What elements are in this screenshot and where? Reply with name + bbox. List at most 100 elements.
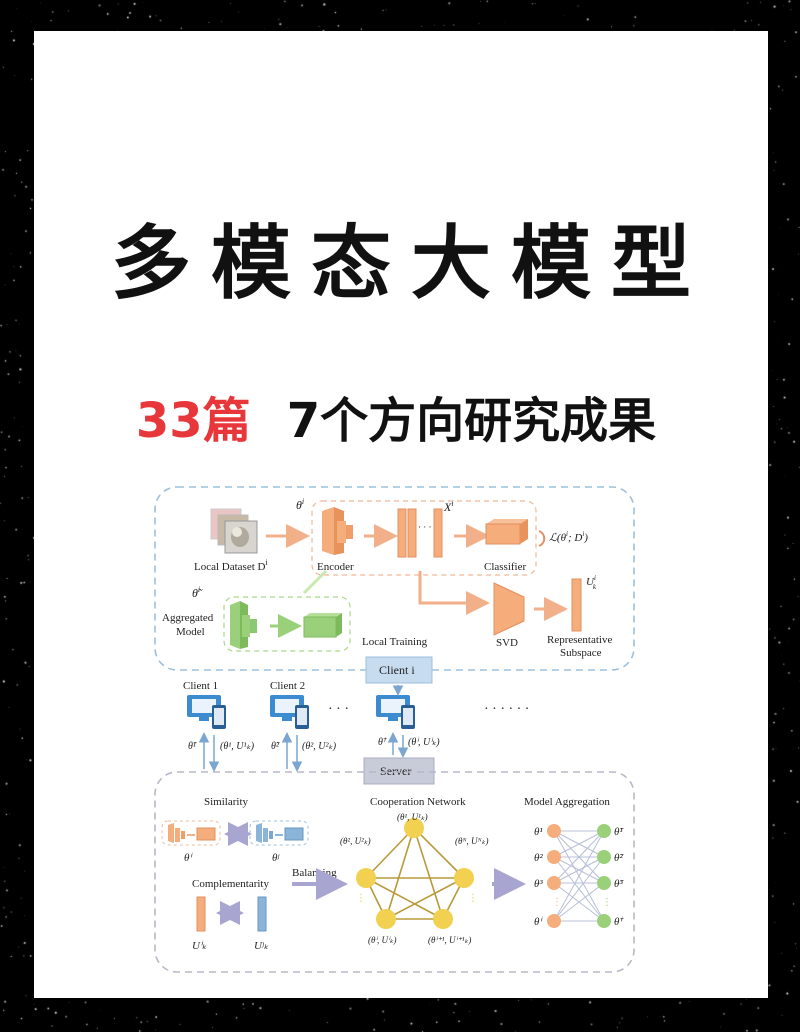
network-node-bottom-left bbox=[376, 909, 396, 929]
aggregation-ellipsis: ⋮ bbox=[602, 897, 612, 908]
clients-dots-2: · · · · · · bbox=[484, 702, 529, 717]
aggregation-input-label: θ² bbox=[534, 852, 543, 864]
aggregated-label-2: Model bbox=[176, 626, 205, 638]
network-node-right bbox=[454, 868, 474, 888]
poster-card: 多模态大模型 33篇 7个方向研究成果 bbox=[34, 31, 768, 998]
model-aggregation-label: Model Aggregation bbox=[524, 796, 610, 808]
cooperation-network-graph: ⋮ ⋮ bbox=[356, 818, 478, 929]
aggregation-edge bbox=[553, 830, 605, 858]
similarity-theta-j: θʲ bbox=[272, 852, 280, 864]
aggregation-output-label: θ̃ⁱ bbox=[614, 916, 624, 928]
svg-text:⋮: ⋮ bbox=[468, 893, 478, 904]
federated-learning-diagram: Local Dataset Di θi Encoder · · · · Xi C… bbox=[154, 486, 635, 973]
client-i-label: Client i bbox=[379, 663, 415, 677]
aggregation-edge bbox=[553, 856, 605, 884]
aggregated-theta-label: θ̃i bbox=[192, 585, 203, 600]
network-node-left bbox=[356, 868, 376, 888]
classifier-block bbox=[485, 519, 528, 545]
classifier-label: Classifier bbox=[484, 561, 526, 573]
network-node-top bbox=[404, 818, 424, 838]
aggregation-output-label: θ̃³ bbox=[614, 878, 624, 890]
client-i-down-label: θ̃ⁱ bbox=[378, 737, 387, 748]
svd-block bbox=[493, 582, 525, 636]
aggregation-output-node bbox=[597, 850, 611, 864]
feature-layer-2 bbox=[407, 508, 417, 558]
aggregation-input-node bbox=[547, 850, 561, 864]
complementarity-u-i-label: Uⁱₖ bbox=[192, 940, 207, 952]
aggregation-output-node bbox=[597, 914, 611, 928]
aggregated-label-1: Aggregated bbox=[162, 612, 214, 624]
svg-text:⋮: ⋮ bbox=[356, 893, 366, 904]
poster-subtitle: 33篇 7个方向研究成果 bbox=[34, 386, 768, 456]
feature-dots: · · · · bbox=[418, 522, 437, 532]
aggregation-input-node bbox=[547, 824, 561, 838]
client-i-device-icon bbox=[376, 695, 415, 729]
subtitle-text: 7个方向研究成果 bbox=[286, 393, 657, 449]
complementarity-u-j-block bbox=[257, 896, 267, 932]
server-label: Server bbox=[380, 764, 411, 778]
loss-label: ℒ(θi; Di) bbox=[549, 530, 588, 544]
aggregation-input-node bbox=[547, 876, 561, 890]
aggregated-model-region bbox=[223, 596, 351, 652]
client-2-down-label: θ̃² bbox=[271, 741, 280, 752]
aggregation-input-label: θⁱ bbox=[534, 916, 543, 928]
similarity-label: Similarity bbox=[204, 796, 249, 808]
client-2-device-icon bbox=[270, 695, 309, 729]
representative-label-2: Subspace bbox=[560, 647, 602, 659]
client-1-down-label: θ̃¹ bbox=[188, 741, 197, 752]
aggregated-classifier-block bbox=[303, 613, 342, 638]
node-right-label: (θᴺ, Uᴺₖ) bbox=[455, 836, 489, 846]
network-node-bottom-right bbox=[433, 909, 453, 929]
aggregation-input-label: θ³ bbox=[534, 878, 543, 890]
client-1-up-label: (θ¹, U¹ₖ) bbox=[220, 741, 255, 752]
node-top-label: (θ¹, U¹ₖ) bbox=[397, 812, 428, 822]
svd-label: SVD bbox=[496, 637, 518, 649]
node-bottom-right-label: (θⁱ⁺¹, Uⁱ⁺¹ₖ) bbox=[428, 935, 471, 945]
encoder-block bbox=[322, 507, 353, 555]
node-bottom-left-label: (θⁱ, Uⁱₖ) bbox=[368, 935, 396, 945]
aggregation-edge bbox=[553, 882, 605, 922]
aggregation-input-label: θ¹ bbox=[534, 826, 543, 838]
paper-count: 33篇 bbox=[135, 393, 251, 449]
aggregation-edge bbox=[553, 830, 605, 922]
aggregation-edge bbox=[553, 856, 605, 922]
poster-title: 多模态大模型 bbox=[111, 217, 711, 310]
client-i-up-label: (θⁱ, Uⁱₖ) bbox=[408, 737, 440, 748]
complementarity-u-i-block bbox=[196, 896, 206, 932]
client-1-label: Client 1 bbox=[183, 680, 218, 692]
balancing-label: Balancing bbox=[292, 867, 337, 879]
client-i-box bbox=[365, 656, 433, 684]
aggregation-edge bbox=[553, 830, 605, 884]
local-training-label: Local Training bbox=[362, 636, 428, 648]
feature-layer-3 bbox=[433, 508, 443, 558]
server-region-border bbox=[154, 771, 635, 973]
cooperation-network-label: Cooperation Network bbox=[370, 796, 466, 808]
similarity-theta-i: θⁱ bbox=[184, 852, 193, 864]
representative-label-1: Representative bbox=[547, 634, 612, 646]
client-2-up-label: (θ², U²ₖ) bbox=[302, 741, 337, 752]
similarity-model-i bbox=[161, 820, 221, 846]
aggregation-output-node bbox=[597, 824, 611, 838]
encoder-region bbox=[311, 500, 537, 576]
server-box bbox=[363, 757, 435, 785]
node-left-label: (θ², U²ₖ) bbox=[340, 836, 371, 846]
representative-subspace-block bbox=[571, 578, 582, 632]
complementarity-label: Complementarity bbox=[192, 878, 269, 890]
x-i-label: Xi bbox=[443, 499, 454, 514]
feature-layer-1 bbox=[397, 508, 407, 558]
local-dataset-label: Local Dataset Di bbox=[194, 558, 268, 573]
similarity-model-j bbox=[249, 820, 309, 846]
client-region-border bbox=[154, 486, 635, 671]
client-2-label: Client 2 bbox=[270, 680, 305, 692]
aggregated-encoder-block bbox=[230, 601, 257, 649]
aggregation-output-label: θ̃¹ bbox=[614, 826, 624, 838]
clients-dots-1: · · · bbox=[328, 702, 349, 717]
aggregation-ellipsis: ⋮ bbox=[552, 897, 562, 908]
aggregation-input-node bbox=[547, 914, 561, 928]
aggregation-output-node bbox=[597, 876, 611, 890]
local-dataset-image bbox=[210, 508, 258, 554]
encoder-label: Encoder bbox=[317, 561, 354, 573]
client-1-device-icon bbox=[187, 695, 226, 729]
